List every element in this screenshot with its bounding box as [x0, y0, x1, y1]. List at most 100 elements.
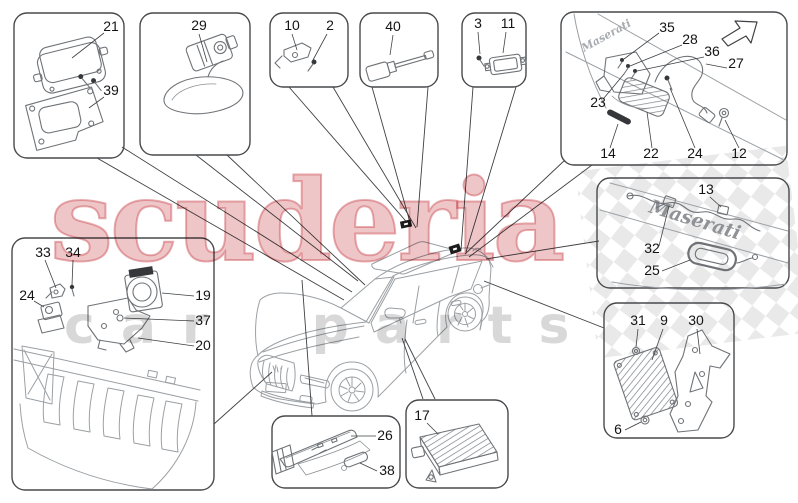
part-label-3: 3 [474, 15, 482, 31]
part-label-10: 10 [284, 17, 300, 33]
part-label-9: 9 [660, 312, 668, 328]
part-label-21: 21 [103, 18, 119, 34]
box-liftgate-trim-label-line [658, 205, 670, 247]
car-mirror [384, 307, 406, 319]
box-ecu-21-frame [13, 12, 125, 159]
box-liftgate-trim-frame [596, 177, 790, 289]
box-rear-camera-label-line [705, 63, 728, 69]
part-label-40: 40 [385, 18, 401, 34]
checkered-flag-watermark [575, 145, 798, 359]
part-label-38: 38 [379, 462, 395, 478]
box-mirror-29-leader-line [226, 154, 366, 286]
box-module-3-11-label-line [477, 31, 481, 55]
direction-arrow-icon [721, 20, 758, 47]
box-ecu-21-leader-line [96, 157, 345, 301]
part-21-ecu-drawing [33, 36, 109, 94]
box-sensor-10-2-leader-line [332, 86, 417, 229]
box-rear-camera-label-line [623, 32, 660, 60]
liftgate-script-badge-small: Maserati [578, 17, 633, 55]
car-rear-wheel [447, 296, 483, 332]
box-mirror-29-leader-line [195, 154, 359, 282]
box-ecu-9-label-line [651, 328, 664, 361]
front-bumper-drawing [13, 345, 201, 489]
part-26-38-drawing [271, 429, 371, 476]
box-module-3-11-leader-line [460, 86, 474, 251]
box-rear-camera-leader-line [468, 164, 593, 258]
part-front-radar-drawing [13, 266, 201, 489]
part-label-14: 14 [600, 145, 616, 161]
car-windshield [340, 276, 395, 324]
box-mirror-29-frame [139, 12, 251, 156]
part-label-13: 13 [698, 181, 714, 197]
car-device-marker-1 [399, 219, 413, 229]
box-rear-camera-frame [560, 11, 788, 166]
part-3-11-drawing [476, 53, 527, 76]
box-ecu-17-leader-line [401, 337, 424, 400]
box-sensor-10-2-leader-line [288, 86, 412, 228]
car-front-wheel [330, 368, 374, 412]
box-ecu-9-label-line [624, 421, 642, 431]
part-label-36: 36 [704, 43, 720, 59]
part-label-30: 30 [688, 312, 704, 328]
box-module-3-11-label-line [502, 31, 507, 54]
part-9-30-ecu-drawing [613, 329, 731, 433]
part-label-35: 35 [659, 19, 675, 35]
box-bracket-26-leader-line [301, 279, 313, 417]
car-grille [257, 354, 296, 392]
box-rear-camera-label-line [646, 111, 653, 149]
box-module-3-11-leader-line [465, 86, 517, 253]
box-front-radar-label-line [137, 337, 195, 347]
box-ecu-17-leader-line [404, 338, 436, 400]
box-ecu-9-label-line [696, 328, 701, 355]
part-label-12: 12 [731, 145, 747, 161]
part-label-31: 31 [630, 312, 646, 328]
box-sensor-10-2-label-line [291, 33, 298, 51]
part-17-ecu-drawing [410, 423, 499, 483]
car-device-marker-2 [448, 243, 462, 255]
part-label-6: 6 [614, 421, 622, 437]
box-ecu-21-leader-line [121, 146, 353, 293]
part-label-34: 34 [65, 244, 81, 260]
car-side-windows [370, 260, 483, 333]
box-ecu-9-label-line [635, 328, 639, 348]
part-label-17: 17 [414, 407, 430, 423]
box-liftgate-trim-label-line [709, 196, 722, 208]
box-sensor-10-2-label-line [312, 33, 328, 61]
part-label-20: 20 [195, 337, 211, 353]
part-label-19: 19 [195, 287, 211, 303]
box-ecu-21-label-line [88, 96, 105, 109]
part-label-25: 25 [644, 262, 660, 278]
box-ecu-17-frame [405, 399, 509, 489]
box-front-radar-label-line [44, 259, 57, 289]
box-rear-camera-label-line [724, 119, 740, 149]
box-mirror-29-label-line [198, 33, 208, 63]
box-front-radar-label-line [33, 300, 45, 308]
part-label-33: 33 [35, 244, 51, 260]
box-rear-camera-leader-line [464, 159, 566, 255]
part-10-2-drawing [274, 42, 317, 72]
box-sensor-10-2-frame [269, 12, 349, 88]
box-rear-camera-label-line [609, 123, 619, 149]
part-label-39: 39 [103, 82, 119, 98]
part-29-mirror-drawing [163, 33, 244, 115]
part-label-28: 28 [682, 31, 698, 47]
part-40-antenna-drawing [365, 50, 435, 82]
box-rear-camera-label-line [629, 44, 683, 67]
part-label-11: 11 [501, 15, 516, 31]
part-39-bracket-drawing [25, 74, 104, 151]
part-label-24: 24 [687, 145, 703, 161]
box-module-3-11-frame [461, 12, 527, 88]
box-rear-camera-label-line [636, 56, 705, 72]
box-liftgate-trim-leader-line [485, 240, 600, 260]
part-label-37: 37 [195, 312, 211, 328]
box-ecu-9-leader-line [483, 280, 605, 329]
box-rear-camera-label-line [603, 73, 625, 99]
box-ecu-21-label-line [71, 32, 105, 59]
part-label-24: 24 [19, 287, 35, 303]
box-front-radar-label-line [71, 259, 74, 286]
part-label-23: 23 [590, 94, 606, 110]
part-label-22: 22 [643, 145, 659, 161]
box-bracket-26-label-line [359, 462, 378, 472]
